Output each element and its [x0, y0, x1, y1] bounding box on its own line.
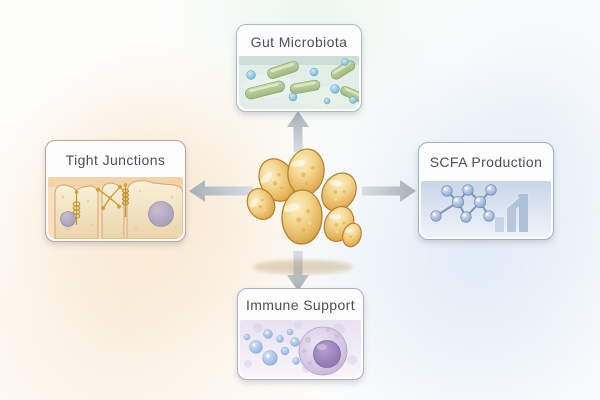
arrow-right-icon	[362, 180, 416, 202]
node-immune-support: Immune Support	[237, 288, 364, 380]
tight-junction-cells-icon	[48, 177, 183, 239]
node-title: SCFA Production	[429, 154, 543, 170]
gut-bacteria-icon	[239, 56, 359, 109]
probiotic-yeast-cluster-icon	[246, 148, 362, 274]
node-title: Immune Support	[245, 296, 356, 313]
node-gut-microbiota: Gut Microbiota	[236, 24, 362, 112]
node-scfa-production: SCFA Production	[418, 142, 554, 240]
node-title: Tight Junctions	[65, 152, 166, 168]
immune-cell-icon	[240, 320, 361, 377]
node-title: Gut Microbiota	[250, 33, 348, 50]
node-tight-junctions: Tight Junctions	[45, 140, 186, 242]
scfa-molecule-chart-icon	[421, 181, 551, 237]
